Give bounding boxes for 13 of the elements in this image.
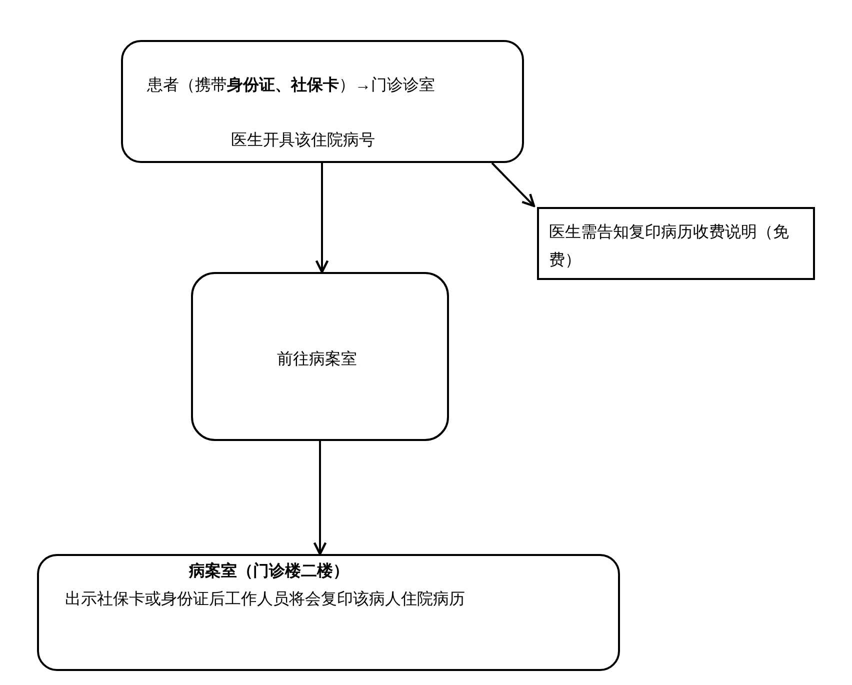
note-box	[537, 207, 815, 280]
box-heading: 病案室（门诊楼二楼）	[189, 561, 349, 582]
process-box	[121, 40, 524, 163]
box-text: 患者（携带身份证、社保卡）→门诊诊室	[147, 76, 435, 96]
arrow	[313, 441, 327, 556]
process-box	[191, 272, 449, 441]
arrow	[491, 162, 536, 208]
box-text: 前往病案室	[277, 349, 357, 370]
process-box	[37, 554, 620, 671]
arrow	[315, 163, 329, 274]
box-text: 医生需告知复印病历收费说明（免费）	[549, 222, 790, 271]
box-text: 出示社保卡或身份证后工作人员将会复印该病人住院病历	[65, 590, 465, 610]
box-text: 医生开具该住院病号	[231, 130, 375, 151]
